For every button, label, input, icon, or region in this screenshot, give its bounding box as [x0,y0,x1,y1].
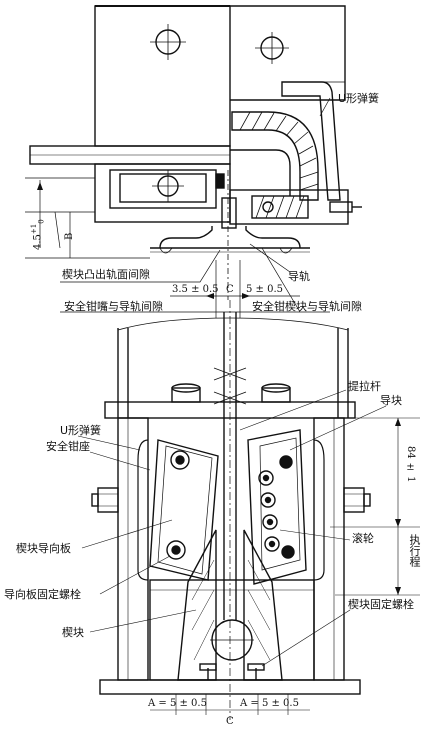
seat-right [313,417,345,681]
label-jaw-gap: 安全钳嘴与导轨间隙 [64,300,163,313]
dim-a-left: A = 5 ± 0.5 [148,698,207,709]
bottom-plate [99,679,361,695]
seat-body [94,163,231,223]
dim-c-bottom: C [226,716,234,727]
wedge-fix-bolt-left [199,663,217,680]
label-u-spring-top: U形弹簧 [338,92,380,105]
side-bolt-right [343,487,371,513]
seat-left [117,417,149,681]
label-wedge-gap: 楔块凸出轨面间隙 [62,268,150,281]
label-wedge-rail-gap: 安全钳楔块与导轨间隙 [252,300,362,313]
bolt-hole-right [255,32,289,64]
guide-plate-bolt-upper [170,450,190,470]
top-view [25,5,362,318]
top-nut-left [171,383,201,403]
lower-frame [149,579,315,681]
label-safety-gear-seat: 安全钳座 [46,440,90,453]
top-nut-right [261,383,291,403]
left-column [117,328,129,418]
dim-a-right: A = 5 ± 0.5 [240,698,299,709]
dim-84: 84 ± 1 [405,446,416,483]
right-plate [230,5,346,101]
label-roller: 滚轮 [352,532,374,545]
upper-plate [94,5,231,147]
u-spring-left [137,439,149,581]
guide-block-right [247,429,307,585]
label-guide-block: 导块 [380,394,402,407]
rollers [258,455,295,559]
dim-45: 4.5+10 [30,219,46,250]
label-travel: 执行程 [408,534,421,567]
bottom-view [77,300,420,720]
spring-holder [230,149,291,196]
label-guide-rail: 导轨 [288,270,310,283]
pull-rod [213,300,247,720]
dim-b: B [64,232,75,240]
guide-plate-bolt-lower [166,540,186,560]
label-wedge: 楔块 [62,626,84,639]
label-u-spring-bottom: U形弹簧 [60,424,102,437]
dim-5-top: 5 ± 0.5 [246,284,284,295]
dim-35: 3.5 ± 0.5 [172,284,219,295]
u-spring-right [313,439,325,581]
spring-clip [251,195,309,219]
rail-base [150,226,310,254]
right-column [337,328,349,418]
label-pull-rod: 提拉杆 [348,380,381,393]
label-guide-plate-bolt: 导向板固定螺栓 [4,588,81,601]
u-spring-top [231,81,345,201]
wedge-fix-bolt-right [247,663,265,680]
bolt-hole-left [150,24,186,60]
label-wedge-fix-bolt: 楔块固定螺栓 [348,598,414,611]
dim-c-top: C [226,284,234,295]
top-cross-plate [104,401,356,419]
label-wedge-guide-plate: 楔块导向板 [16,542,71,555]
side-bolt-left [91,487,119,513]
